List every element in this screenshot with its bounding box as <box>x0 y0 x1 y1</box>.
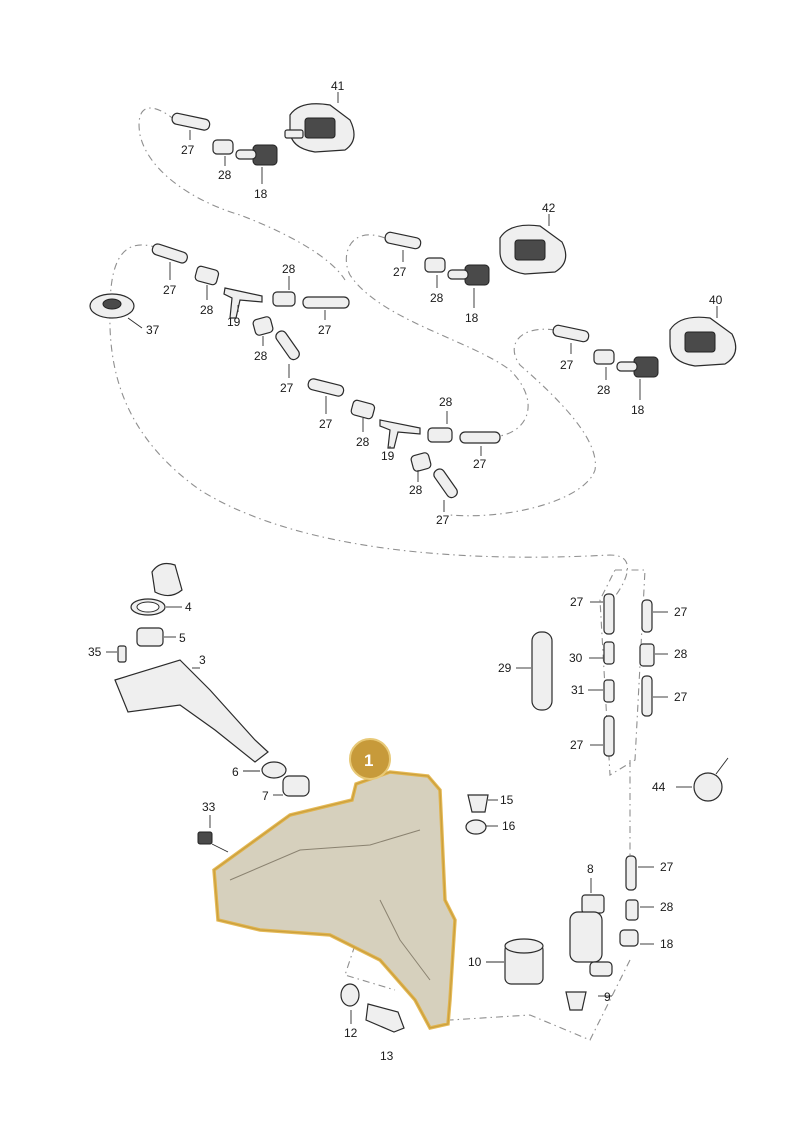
label-28b: 28 <box>430 291 444 305</box>
nozzle-42-connectors: 27 28 18 <box>384 231 490 325</box>
grommet-37: 37 <box>89 293 160 337</box>
label-6: 6 <box>232 765 239 779</box>
badge-number: 1 <box>364 751 373 770</box>
label-15: 15 <box>500 793 514 807</box>
label-27j: 27 <box>570 595 584 609</box>
label-19b: 19 <box>381 449 395 463</box>
washer-nozzle-42: 42 <box>499 201 567 275</box>
label-28k: 28 <box>660 900 674 914</box>
label-28a: 28 <box>218 168 232 182</box>
label-27h: 27 <box>473 457 487 471</box>
highlight-badge: 1 <box>349 738 391 780</box>
nozzle-41-connectors: 27 28 18 <box>171 112 278 201</box>
bolt-33: 33 <box>197 800 229 853</box>
washer-nozzle-41: 41 <box>284 79 355 153</box>
washer-pump-8: 8 9 <box>565 862 613 1011</box>
label-27i: 27 <box>436 513 450 527</box>
label-41: 41 <box>331 79 345 93</box>
nozzle-40-connectors: 27 28 18 <box>552 324 659 417</box>
label-27n: 27 <box>660 860 674 874</box>
label-10: 10 <box>468 955 482 969</box>
label-28i: 28 <box>409 483 423 497</box>
label-16: 16 <box>502 819 516 833</box>
grommet-12: 12 <box>340 983 405 1040</box>
label-27b: 27 <box>393 265 407 279</box>
label-18a: 18 <box>254 187 268 201</box>
label-27e: 27 <box>318 323 332 337</box>
label-4: 4 <box>185 600 192 614</box>
seal-rings: 6 7 <box>232 761 310 803</box>
label-12: 12 <box>344 1026 358 1040</box>
label-37: 37 <box>146 323 160 337</box>
label-40: 40 <box>709 293 723 307</box>
label-31: 31 <box>571 683 585 697</box>
hose-cluster-upper: 27 28 19 28 27 28 27 <box>151 243 350 395</box>
label-27k: 27 <box>674 605 688 619</box>
washer-nozzle-40: 40 <box>669 293 737 367</box>
label-7: 7 <box>262 789 269 803</box>
label-18d: 18 <box>660 937 674 951</box>
label-27m: 27 <box>570 738 584 752</box>
cap-15-16: 15 16 <box>465 793 516 835</box>
label-28e: 28 <box>282 262 296 276</box>
sleeve-10: 10 <box>468 938 544 985</box>
label-28f: 28 <box>254 349 268 363</box>
label-28d: 28 <box>200 303 214 317</box>
label-44: 44 <box>652 780 666 794</box>
label-27d: 27 <box>163 283 177 297</box>
label-29: 29 <box>498 661 512 675</box>
label-9: 9 <box>604 990 611 1004</box>
label-27f: 27 <box>280 381 294 395</box>
label-28j: 28 <box>674 647 688 661</box>
label-42: 42 <box>542 201 556 215</box>
label-27l: 27 <box>674 690 688 704</box>
label-13: 13 <box>380 1049 394 1063</box>
label-30: 30 <box>569 651 583 665</box>
washer-reservoir-13: 13 <box>212 770 457 1063</box>
label-28g: 28 <box>356 435 370 449</box>
label-28h: 28 <box>439 395 453 409</box>
label-5: 5 <box>179 631 186 645</box>
clamp-44: 44 <box>652 757 729 802</box>
label-8: 8 <box>587 862 594 876</box>
label-27c: 27 <box>560 358 574 372</box>
connector-stack: 27 27 29 30 28 31 27 27 <box>498 593 688 757</box>
label-28c: 28 <box>597 383 611 397</box>
label-19a: 19 <box>227 315 241 329</box>
label-33: 33 <box>202 800 216 814</box>
label-35: 35 <box>88 645 102 659</box>
label-27g: 27 <box>319 417 333 431</box>
hose-cluster-lower: 27 28 19 28 27 28 27 <box>307 378 501 527</box>
filler-neck-assembly: 4 5 35 3 <box>88 562 269 763</box>
label-3: 3 <box>199 653 206 667</box>
pump-connectors: 27 28 18 <box>619 855 674 951</box>
label-18b: 18 <box>465 311 479 325</box>
label-27a: 27 <box>181 143 195 157</box>
label-18c: 18 <box>631 403 645 417</box>
